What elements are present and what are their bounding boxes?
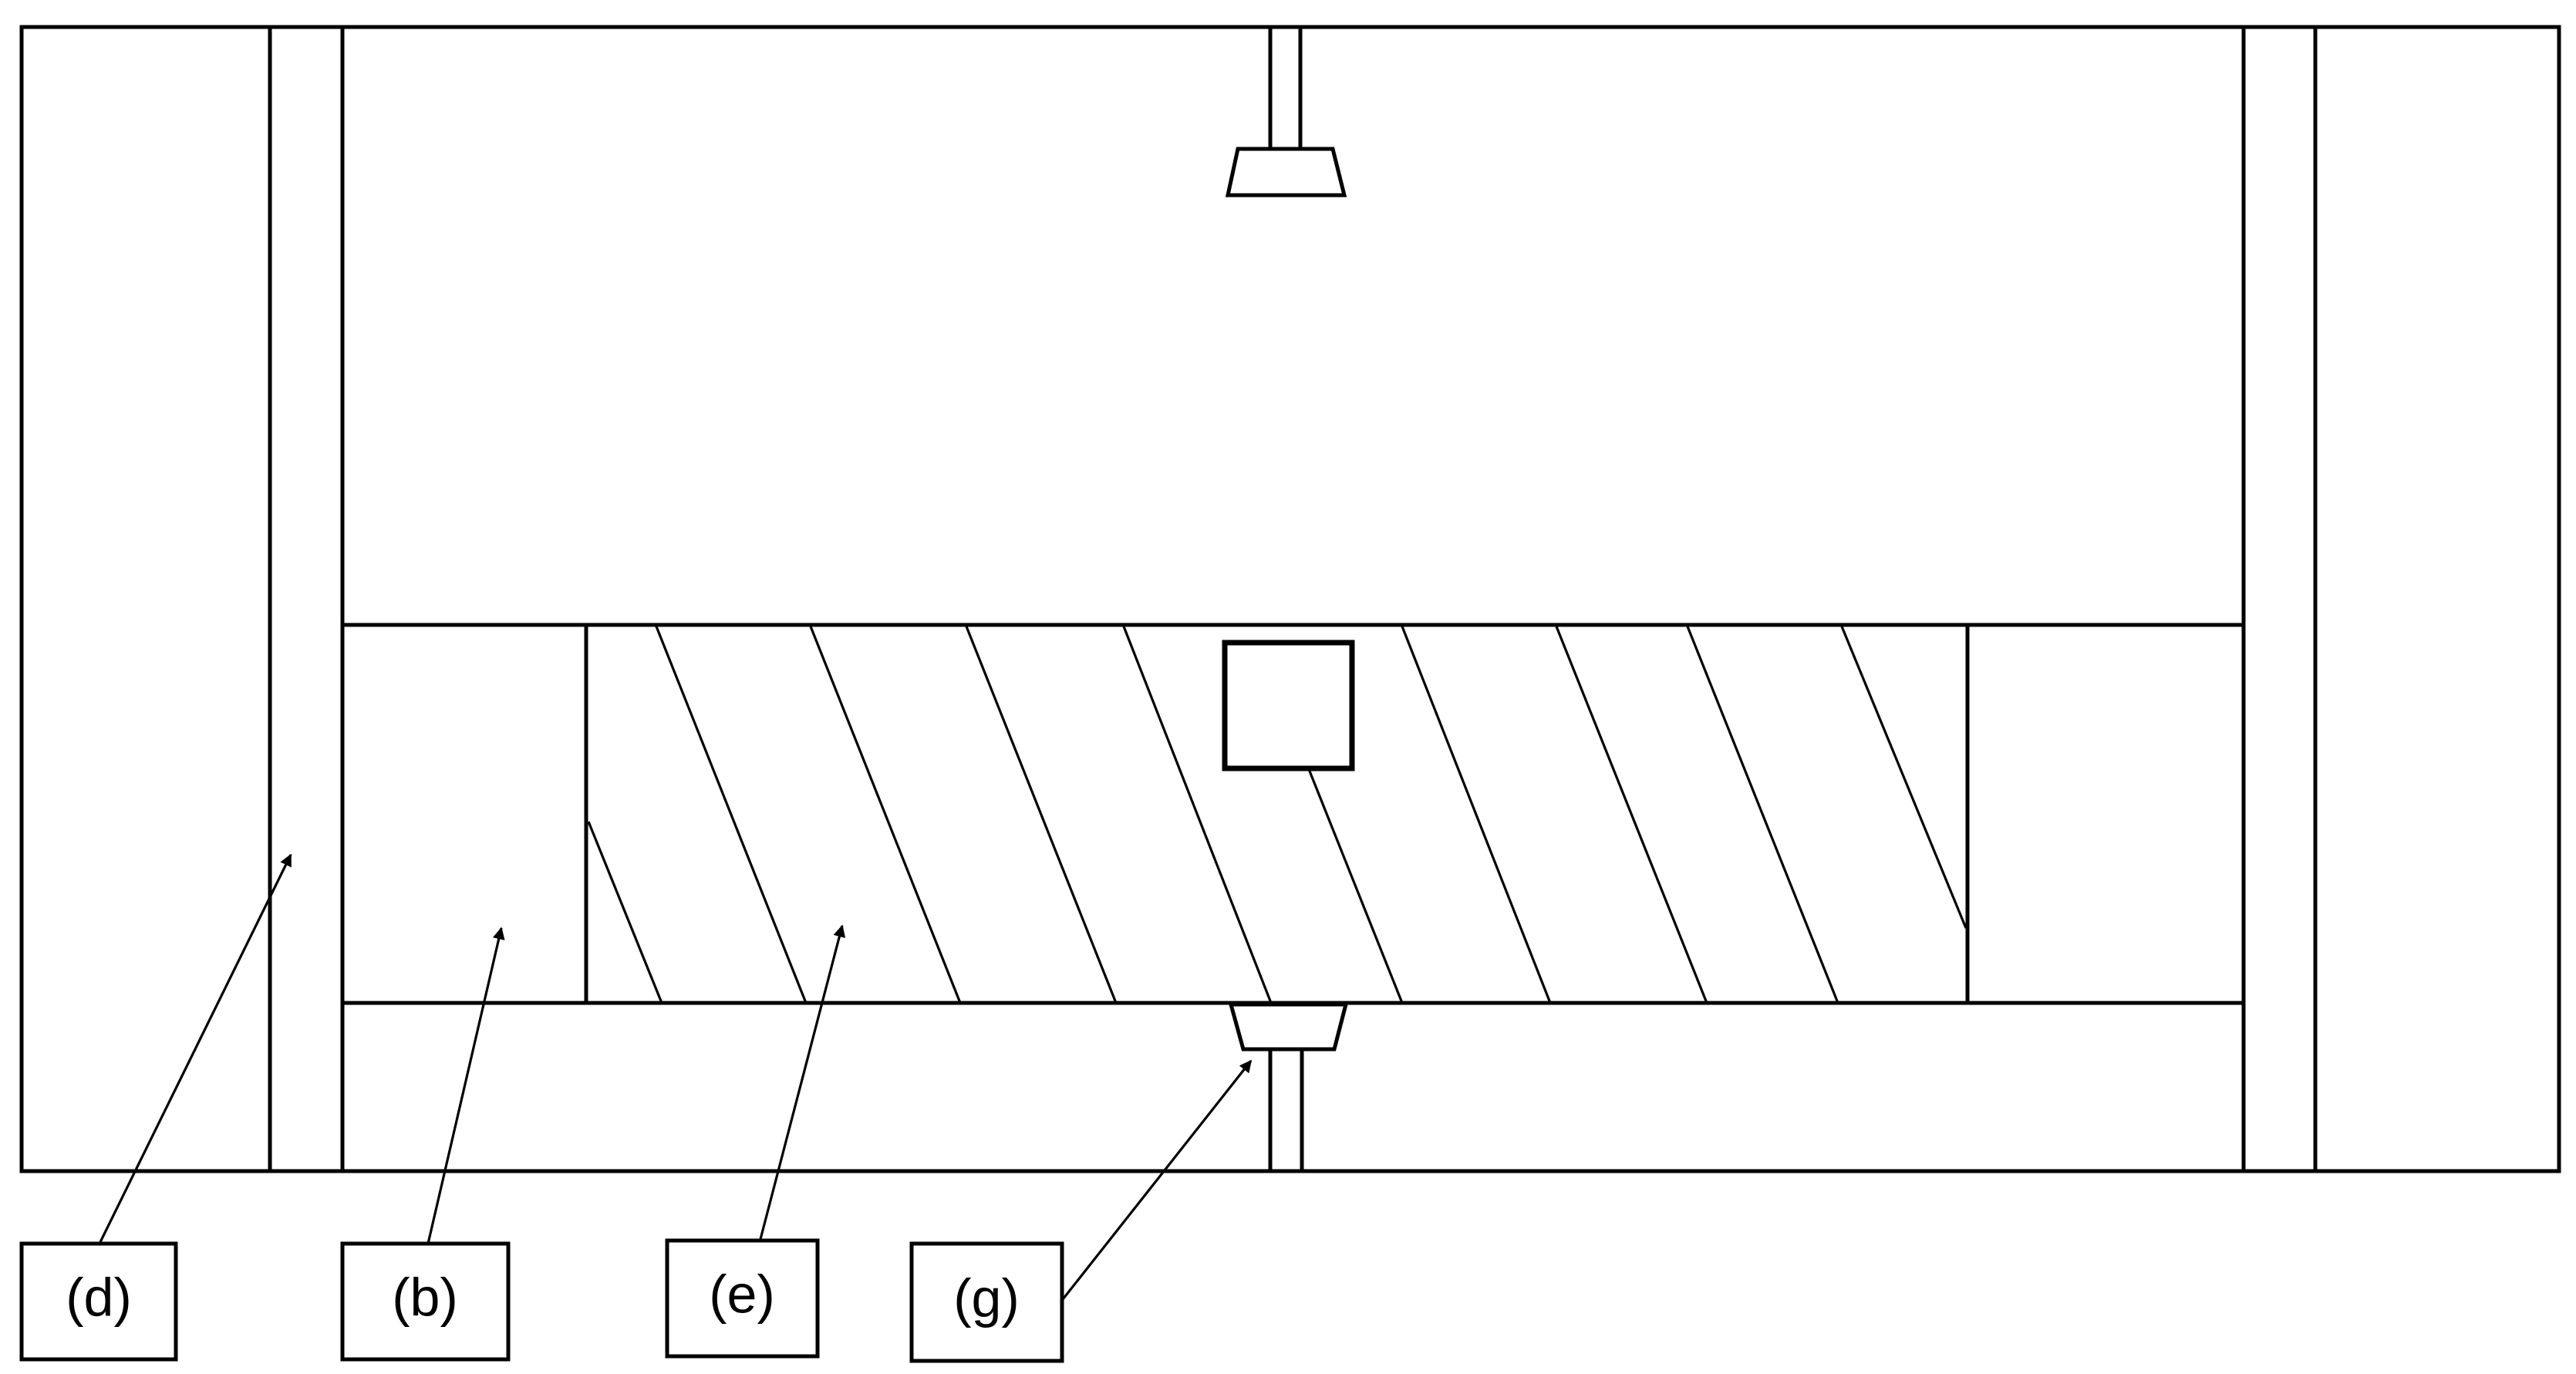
arrow-d xyxy=(99,853,292,1243)
arrow-g xyxy=(1059,1059,1253,1303)
label-box-b: (b) xyxy=(340,1241,511,1362)
label-box-d: (d) xyxy=(19,1241,178,1362)
label-box-g: (g) xyxy=(909,1241,1064,1363)
label-e: (e) xyxy=(709,1264,775,1324)
right-column xyxy=(2241,25,2318,1173)
bottom-nozzle xyxy=(1228,1002,1349,1173)
label-box-e: (e) xyxy=(665,1238,820,1359)
top-nozzle xyxy=(1225,25,1347,197)
center-square xyxy=(1222,640,1355,771)
hatched-region xyxy=(584,623,1970,1005)
label-d: (d) xyxy=(66,1267,132,1327)
arrow-e xyxy=(758,924,846,1243)
label-b: (b) xyxy=(392,1267,458,1327)
left-column xyxy=(268,25,345,1173)
label-g: (g) xyxy=(953,1268,1020,1328)
outer-frame xyxy=(19,25,2561,1173)
arrow-b xyxy=(427,927,505,1244)
